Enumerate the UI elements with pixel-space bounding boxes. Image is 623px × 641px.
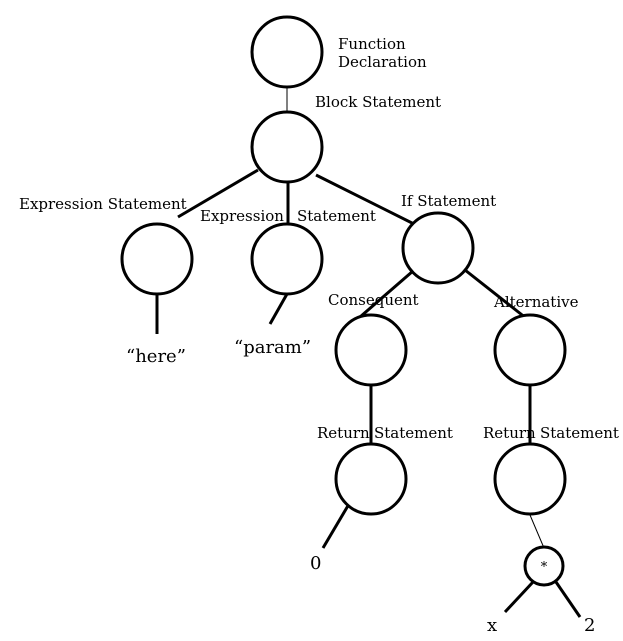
return-statement-1-node <box>334 442 408 516</box>
label-expression-statement-2-part2: Statement <box>297 207 376 225</box>
function-declaration-node <box>250 15 324 89</box>
label-return-statement-1-part2: Statement <box>374 424 453 442</box>
label-function-declaration-line2: Declaration <box>338 53 427 71</box>
edge-if-to-consequent <box>359 269 414 319</box>
edge-expression-2-to-param <box>268 293 289 325</box>
leaf-here: “here” <box>126 346 186 367</box>
leaf-two: 2 <box>584 615 595 636</box>
leaf-param: “param” <box>234 337 311 358</box>
if-statement-node <box>401 211 475 285</box>
edge-if-to-alternative <box>464 268 532 324</box>
return-statement-2-node <box>493 442 567 516</box>
expression-statement-2-node <box>250 222 324 296</box>
multiply-operator-node <box>523 545 565 587</box>
label-function-declaration-line1: Function <box>338 35 406 53</box>
label-return-statement-2-part2: Statement <box>540 424 619 442</box>
edge-multiply-to-x <box>503 580 535 614</box>
label-return-statement-1-part1: Return <box>317 424 370 442</box>
leaf-x: x <box>487 615 497 636</box>
label-multiply-operator: * <box>541 560 548 575</box>
label-if-statement: If Statement <box>401 192 496 210</box>
edge-return-1-to-zero <box>321 503 351 549</box>
label-alternative: Alternative <box>493 293 579 311</box>
edge-multiply-to-two <box>554 581 582 618</box>
consequent-node <box>334 313 408 387</box>
leaf-zero: 0 <box>310 553 321 574</box>
label-consequent: Consequent <box>328 291 419 309</box>
label-return-statement-2-part1: Return <box>483 424 536 442</box>
edge-return-2-to-multiply <box>529 514 545 549</box>
alternative-node <box>493 313 567 387</box>
edge-block-to-expression-1 <box>177 168 259 219</box>
label-expression-statement-1: Expression Statement <box>19 195 187 213</box>
edge-block-to-if <box>315 173 419 228</box>
expression-statement-1-node <box>120 222 194 296</box>
block-statement-node <box>250 110 324 184</box>
label-expression-statement-2-part1: Expression <box>200 207 284 225</box>
label-block-statement: Block Statement <box>315 93 441 111</box>
